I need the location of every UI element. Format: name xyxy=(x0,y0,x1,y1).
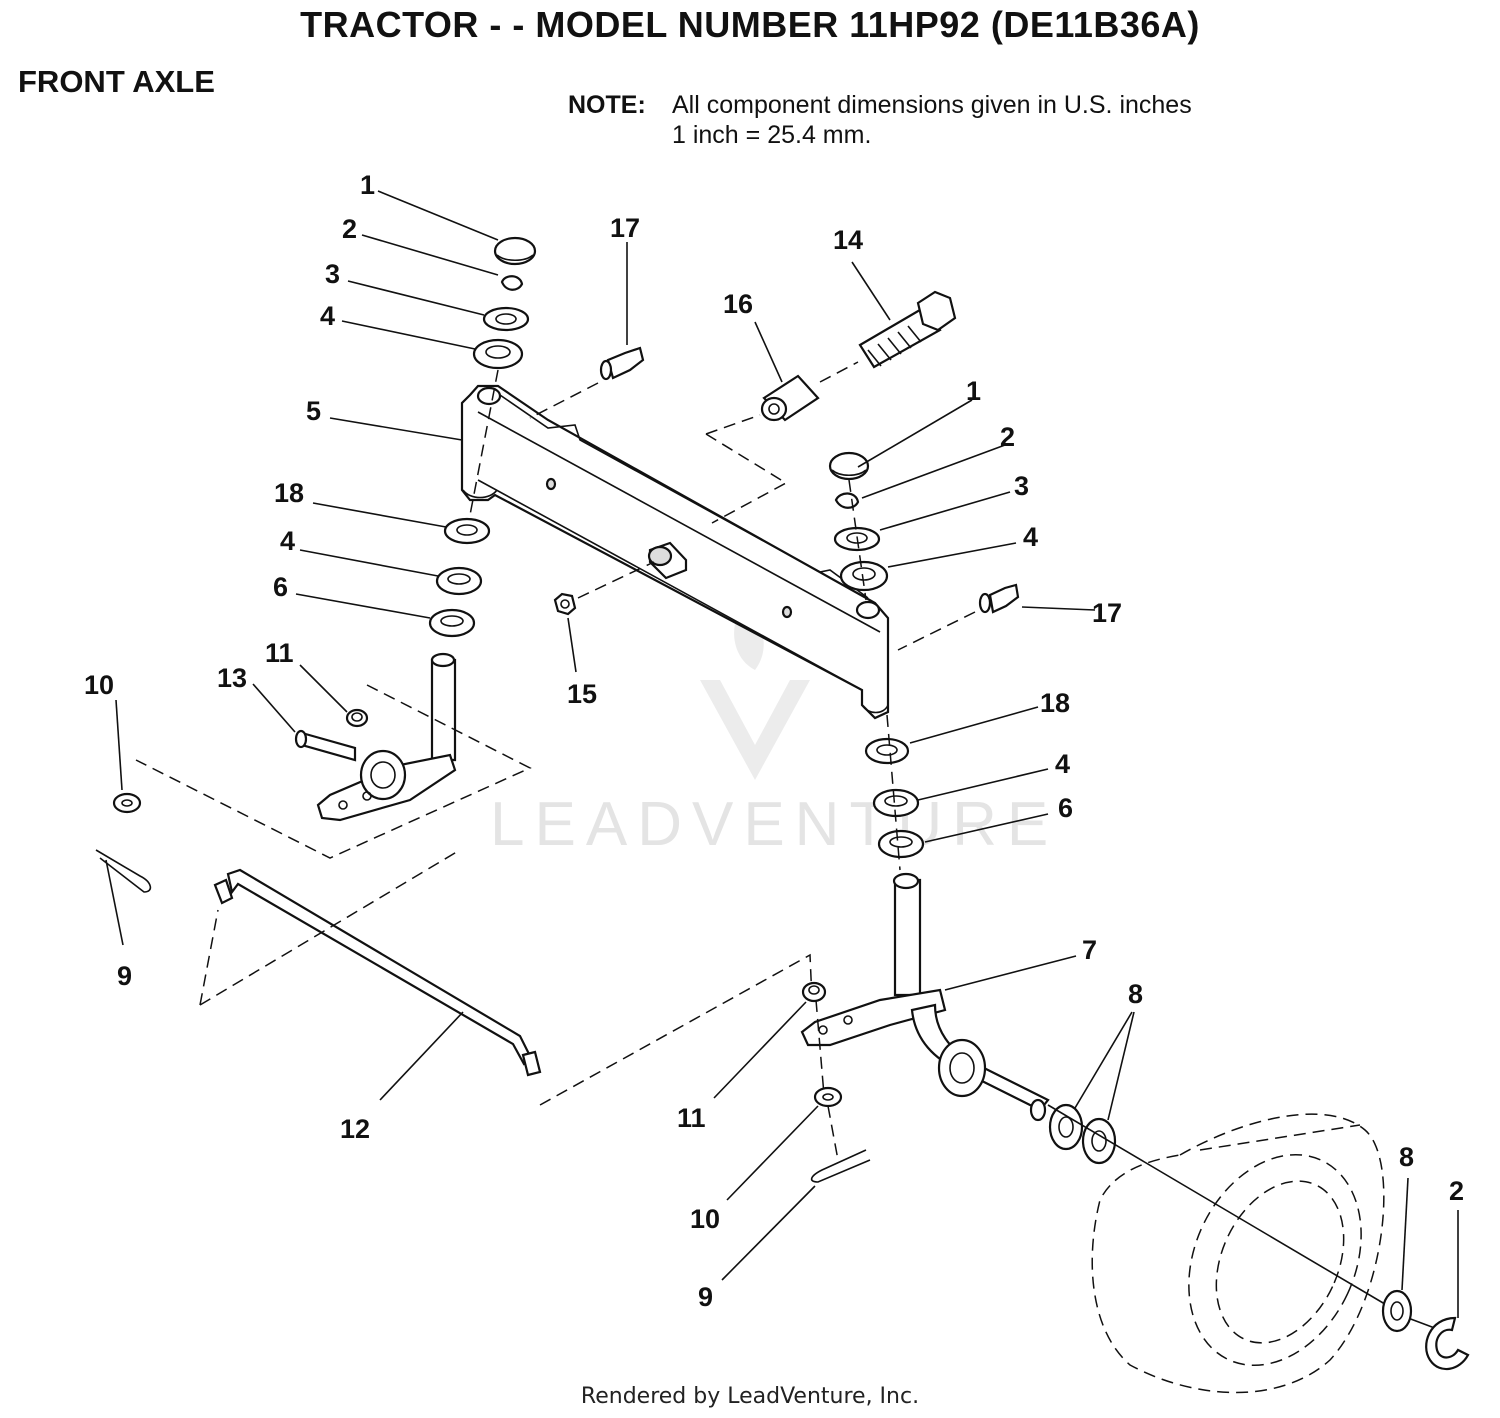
left-pivot-bolt-13 xyxy=(294,729,357,762)
callout-15: 15 xyxy=(567,679,597,709)
callout-2-hub: 2 xyxy=(1449,1176,1464,1206)
callout-4-left-top: 4 xyxy=(320,301,335,331)
hub-washer-8 xyxy=(1381,1289,1413,1333)
callout-10-left: 10 xyxy=(84,670,114,700)
page-title: TRACTOR - - MODEL NUMBER 11HP92 (DE11B36… xyxy=(300,4,1200,45)
right-cotter-pin-9 xyxy=(810,1149,871,1183)
left-bushing-4-bottom xyxy=(435,566,483,596)
left-washer-18 xyxy=(443,517,491,545)
note-label: NOTE: xyxy=(568,91,646,119)
note-line-2: 1 inch = 25.4 mm. xyxy=(672,121,872,149)
callout-12: 12 xyxy=(340,1114,370,1144)
callout-4-left-bottom: 4 xyxy=(280,526,295,556)
callout-6-right: 6 xyxy=(1058,793,1073,823)
right-washer-10 xyxy=(813,1086,843,1108)
right-spacer-6 xyxy=(877,829,925,859)
callout-11-left: 11 xyxy=(265,638,294,668)
right-bushing-4-top xyxy=(839,560,889,592)
callout-17-right: 17 xyxy=(1092,598,1122,628)
callout-4-right-bottom: 4 xyxy=(1055,749,1070,779)
left-washer-10 xyxy=(112,792,142,814)
callout-5: 5 xyxy=(306,396,321,426)
callout-14: 14 xyxy=(833,225,863,255)
front-axle-beam xyxy=(460,384,890,720)
callout-3-right: 3 xyxy=(1014,471,1029,501)
dimension-note: NOTE: All component dimensions given in U… xyxy=(568,90,1192,150)
front-wheel xyxy=(1091,1113,1385,1394)
callout-9-right: 9 xyxy=(698,1282,713,1312)
callout-18-right: 18 xyxy=(1040,688,1070,718)
left-bushing-4-top xyxy=(472,338,524,370)
callout-11-right: 11 xyxy=(677,1103,706,1133)
right-bushing-4-bottom xyxy=(872,788,920,818)
section-title: FRONT AXLE xyxy=(18,64,215,99)
tie-rod xyxy=(213,868,542,1077)
left-spacer-6 xyxy=(428,608,476,638)
note-line-1: All component dimensions given in U.S. i… xyxy=(672,91,1192,119)
callout-2-right: 2 xyxy=(1000,422,1015,452)
left-cotter-pin-9 xyxy=(95,849,152,893)
right-e-ring xyxy=(834,492,860,509)
leader-lines xyxy=(105,190,1459,1318)
callout-6-left: 6 xyxy=(273,572,288,602)
callout-18-left: 18 xyxy=(274,478,304,508)
footer-credit: Rendered by LeadVenture, Inc. xyxy=(580,1384,920,1409)
grease-fitting-left-17 xyxy=(599,346,645,381)
callout-2-left: 2 xyxy=(342,214,357,244)
right-spindle xyxy=(800,872,1050,1122)
callout-9-left: 9 xyxy=(117,961,132,991)
nut-15 xyxy=(553,592,577,616)
left-cap xyxy=(493,236,537,266)
callout-8-axle: 8 xyxy=(1128,979,1143,1009)
callout-1-left: 1 xyxy=(360,170,375,200)
watermark-text: LEADVENTURE xyxy=(490,790,1058,859)
axle-washer-8-a xyxy=(1048,1103,1084,1151)
hub-e-ring-2 xyxy=(1425,1316,1470,1371)
callout-1-right: 1 xyxy=(966,376,981,406)
left-nut-11 xyxy=(345,708,369,728)
pivot-bolt-14 xyxy=(858,290,957,369)
callout-7: 7 xyxy=(1082,935,1097,965)
left-washer-3 xyxy=(482,306,530,332)
callout-16: 16 xyxy=(723,289,753,319)
callout-3-left: 3 xyxy=(325,259,340,289)
left-e-ring xyxy=(500,275,524,291)
callout-10-right: 10 xyxy=(690,1204,720,1234)
left-spindle xyxy=(316,652,457,822)
callout-13: 13 xyxy=(217,663,247,693)
right-washer-18 xyxy=(864,737,910,765)
spacer-tube-16 xyxy=(760,374,820,422)
grease-fitting-right-17 xyxy=(978,583,1020,614)
callout-8-hub: 8 xyxy=(1399,1142,1414,1172)
callout-4-right-top: 4 xyxy=(1023,522,1038,552)
callout-17-left: 17 xyxy=(610,213,640,243)
right-cap xyxy=(828,451,870,481)
right-nut-11 xyxy=(801,981,827,1003)
